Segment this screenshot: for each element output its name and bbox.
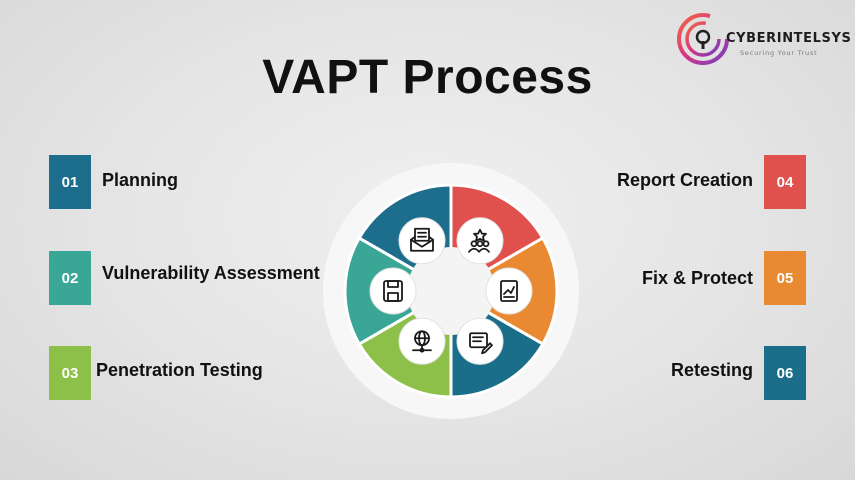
step-number-06: 06 — [764, 346, 806, 400]
step-label-retesting: Retesting — [670, 360, 753, 380]
step-number-05: 05 — [764, 251, 806, 305]
step-number-04: 04 — [764, 155, 806, 209]
step-number-03: 03 — [49, 346, 91, 400]
brand-logo — [677, 13, 729, 65]
edit-note-icon — [456, 317, 504, 365]
team-star-icon — [456, 217, 504, 265]
step-number-text: 03 — [61, 364, 79, 382]
step-number-text: 02 — [61, 269, 79, 287]
step-number-text: 05 — [776, 269, 794, 287]
step-number-text: 06 — [776, 364, 794, 382]
step-number-01: 01 — [49, 155, 91, 209]
step-number-text: 01 — [61, 173, 79, 191]
brand-tagline: Securing Your Trust — [740, 49, 818, 57]
step-label-planning: Planning — [102, 170, 178, 190]
floppy-disk-icon — [369, 267, 417, 315]
step-label-penetration-testing: Penetration Testing — [96, 360, 263, 380]
step-number-02: 02 — [49, 251, 91, 305]
wheel-inner-hole — [407, 247, 495, 335]
network-globe-icon — [398, 317, 446, 365]
step-number-text: 04 — [776, 173, 794, 191]
step-label-vulnerability-assessment: Vulnerability Assessment — [102, 263, 320, 283]
step-label-report-creation: Report Creation — [616, 170, 753, 190]
step-label-fix-protect: Fix & Protect — [641, 268, 753, 288]
checklist-icon — [398, 217, 446, 265]
brand-name: CYBERINTELSYS — [726, 31, 852, 46]
chart-document-icon — [485, 267, 533, 315]
page-title: VAPT Process — [262, 51, 593, 104]
process-wheel — [323, 163, 579, 419]
